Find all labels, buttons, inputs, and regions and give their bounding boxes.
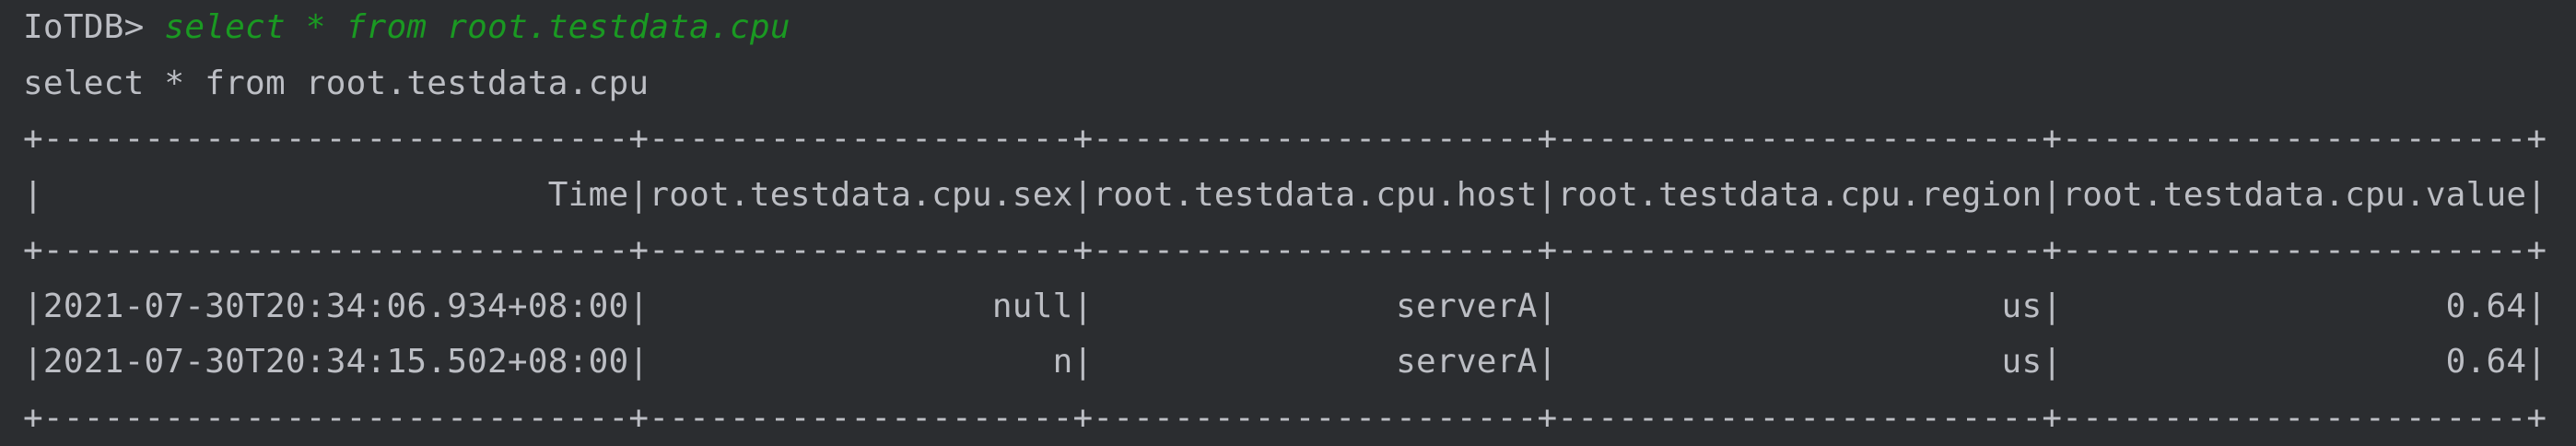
prompt-label: IoTDB>: [23, 8, 165, 46]
table-border-line: +-----------------------------+---------…: [23, 231, 2547, 269]
prompt-line: IoTDB> select * from root.testdata.cpu: [23, 0, 2576, 56]
table-border-line: +-----------------------------+---------…: [23, 398, 2547, 437]
table-row: |2021-07-30T20:34:15.502+08:00| n| serve…: [23, 343, 2547, 381]
table-border-line: +-----------------------------+---------…: [23, 120, 2547, 158]
table-header-line: | Time|root.testdata.cpu.sex|root.testda…: [23, 175, 2547, 214]
echo-line: select * from root.testdata.cpu: [23, 64, 650, 102]
table-row: |2021-07-30T20:34:06.934+08:00| null| se…: [23, 287, 2547, 325]
command-text: select * from root.testdata.cpu: [164, 8, 790, 46]
result-table: +-----------------------------+---------…: [23, 112, 2576, 446]
